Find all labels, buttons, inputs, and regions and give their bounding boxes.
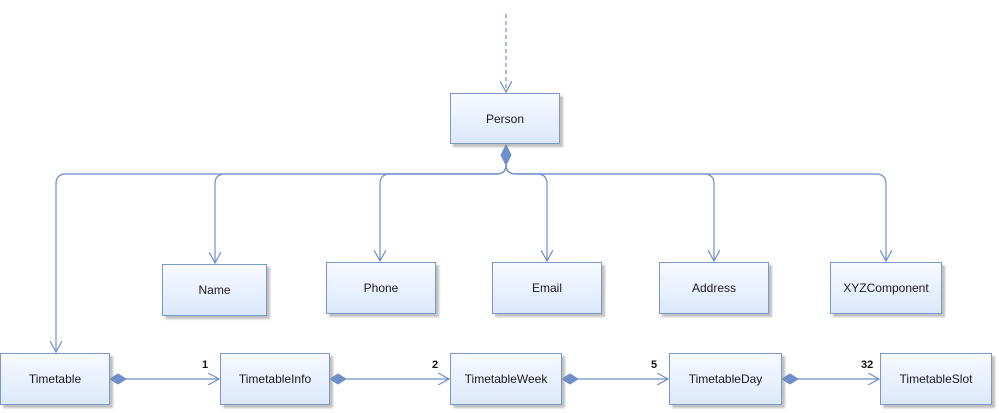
composition-diamond-timetable <box>109 373 127 385</box>
composition-diamond-week <box>561 373 579 385</box>
composition-person-address <box>505 164 714 261</box>
class-address-label: Address <box>691 281 737 295</box>
class-timetable[interactable]: Timetable <box>0 353 110 405</box>
class-timetableweek-label: TimetableWeek <box>464 372 548 386</box>
composition-diamond-day <box>781 373 799 385</box>
class-timetable-label: Timetable <box>28 372 82 386</box>
composition-person-timetable <box>56 164 507 352</box>
class-name-label: Name <box>198 283 231 297</box>
composition-person-xyzcomponent <box>505 164 886 261</box>
composition-diamond-person <box>500 143 512 167</box>
composition-person-name <box>215 164 507 263</box>
multiplicity-timetableinfo: 1 <box>202 359 209 371</box>
class-name[interactable]: Name <box>162 264 267 316</box>
class-timetableinfo[interactable]: TimetableInfo <box>220 353 330 405</box>
composition-person-phone <box>380 164 507 261</box>
class-person[interactable]: Person <box>450 93 560 144</box>
composition-diamond-info <box>329 373 347 385</box>
class-xyzcomponent-label: XYZComponent <box>843 281 929 295</box>
class-address[interactable]: Address <box>659 262 769 314</box>
multiplicity-timetableslot: 32 <box>861 359 874 371</box>
class-phone-label: Phone <box>363 281 399 295</box>
composition-person-email <box>505 164 547 261</box>
class-timetableday[interactable]: TimetableDay <box>669 353 782 405</box>
class-email-label: Email <box>531 281 562 295</box>
multiplicity-timetableweek: 2 <box>432 359 439 371</box>
class-xyzcomponent[interactable]: XYZComponent <box>830 262 942 314</box>
class-person-label: Person <box>485 111 525 126</box>
class-email[interactable]: Email <box>492 262 602 314</box>
class-timetableslot[interactable]: TimetableSlot <box>880 353 992 405</box>
multiplicity-timetableday: 5 <box>651 359 658 371</box>
class-timetableday-label: TimetableDay <box>688 372 763 386</box>
class-timetableslot-label: TimetableSlot <box>899 372 973 386</box>
class-timetableweek[interactable]: TimetableWeek <box>450 353 562 405</box>
class-phone[interactable]: Phone <box>326 262 436 314</box>
class-timetableinfo-label: TimetableInfo <box>238 372 312 386</box>
